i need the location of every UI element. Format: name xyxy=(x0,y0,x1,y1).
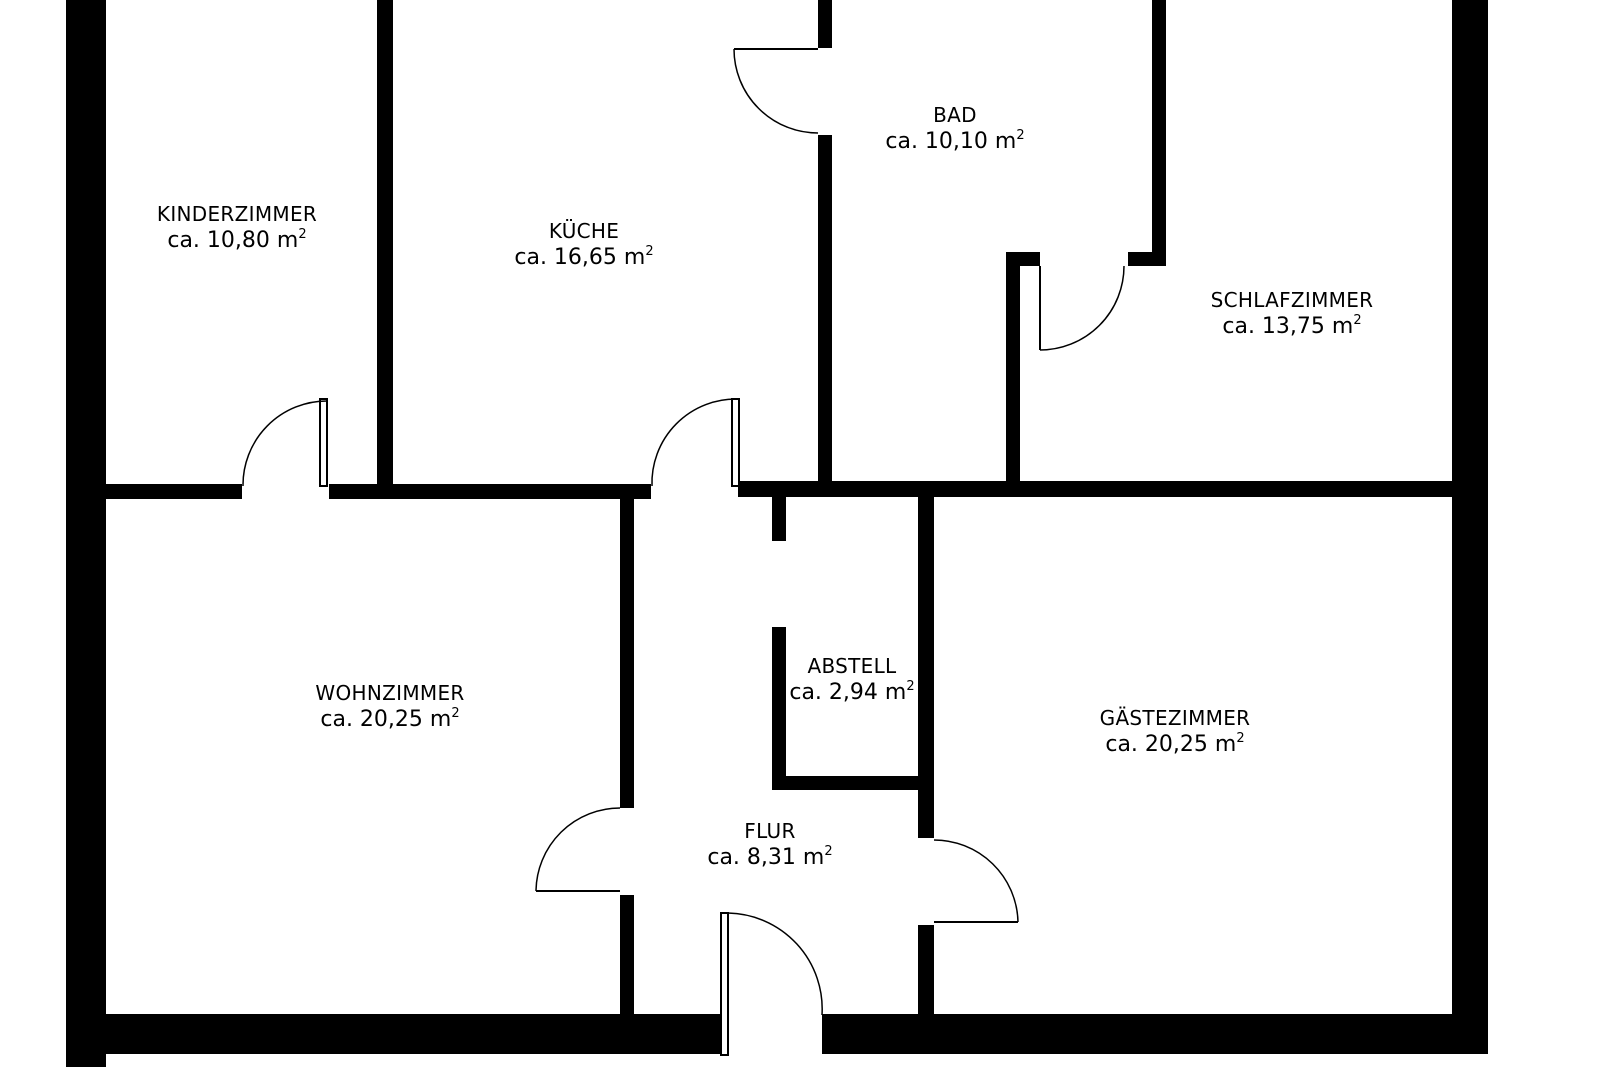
room-name: SCHLAFZIMMER xyxy=(1210,288,1374,312)
wall-bad-schlafzimmer-lower xyxy=(1006,252,1020,488)
room-area: ca. 20,25 m2 xyxy=(320,706,460,732)
room-area: ca. 8,31 m2 xyxy=(707,844,833,870)
door-wohnzimmer xyxy=(535,807,621,892)
room-name: KINDERZIMMER xyxy=(156,202,318,226)
room-name: FLUR xyxy=(744,819,796,843)
room-label-kueche: KÜCHE ca. 16,65 m2 xyxy=(514,218,653,273)
wall-abstell-stub-top xyxy=(772,494,786,541)
room-area: ca. 20,25 m2 xyxy=(1105,731,1245,757)
room-name: WOHNZIMMER xyxy=(315,681,465,705)
room-area: ca. 16,65 m2 xyxy=(514,244,654,270)
wall-kueche-bad-lower xyxy=(818,135,832,487)
door-kueche xyxy=(651,398,740,487)
room-name: GÄSTEZIMMER xyxy=(1099,706,1251,730)
room-name: BAD xyxy=(933,103,977,127)
wall-flur-gaestezimmer-lower xyxy=(918,925,934,1020)
wall-kueche-bad-upper xyxy=(818,0,832,48)
outer-wall-left xyxy=(66,0,106,1067)
outer-wall-right xyxy=(1452,0,1488,1040)
room-label-flur: FLUR ca. 8,31 m2 xyxy=(707,818,832,873)
wall-wohnzimmer-flur-upper xyxy=(620,494,634,808)
mid-wall-segment-2 xyxy=(329,484,651,499)
wall-kinderzimmer-kueche xyxy=(377,0,393,488)
outer-wall-bottom-right xyxy=(822,1014,1488,1054)
door-gaestezimmer xyxy=(933,839,1019,923)
room-area: ca. 10,80 m2 xyxy=(167,227,307,253)
room-label-wohnzimmer: WOHNZIMMER ca. 20,25 m2 xyxy=(315,680,464,735)
room-area: ca. 13,75 m2 xyxy=(1222,313,1362,339)
door-kinderzimmer xyxy=(242,398,328,487)
wall-abstell-bottom xyxy=(772,776,932,790)
door-entrance xyxy=(720,912,823,1056)
room-label-bad: BAD ca. 10,10 m2 xyxy=(885,102,1024,157)
door-bad-schlafzimmer xyxy=(1039,265,1125,351)
room-area: ca. 10,10 m2 xyxy=(885,128,1025,154)
wall-bad-stub-right xyxy=(1128,252,1166,266)
mid-wall-segment-1 xyxy=(102,484,242,499)
room-label-abstell: ABSTELL ca. 2,94 m2 xyxy=(789,653,914,708)
outer-wall-bottom-left xyxy=(66,1014,722,1054)
wall-bad-schlafzimmer-upper xyxy=(1152,0,1166,265)
room-label-kinderzimmer: KINDERZIMMER ca. 10,80 m2 xyxy=(157,201,317,256)
room-name: KÜCHE xyxy=(548,219,620,243)
wall-flur-gaestezimmer-upper xyxy=(918,494,934,838)
room-name: ABSTELL xyxy=(807,654,897,678)
door-kueche-bad xyxy=(733,48,819,134)
room-label-gaestezimmer: GÄSTEZIMMER ca. 20,25 m2 xyxy=(1100,705,1251,760)
room-area: ca. 2,94 m2 xyxy=(789,679,915,705)
mid-wall-segment-3 xyxy=(738,481,1454,497)
room-label-schlafzimmer: SCHLAFZIMMER ca. 13,75 m2 xyxy=(1211,287,1374,342)
wall-abstell-left xyxy=(772,627,786,789)
wall-wohnzimmer-flur-lower xyxy=(620,895,634,1020)
